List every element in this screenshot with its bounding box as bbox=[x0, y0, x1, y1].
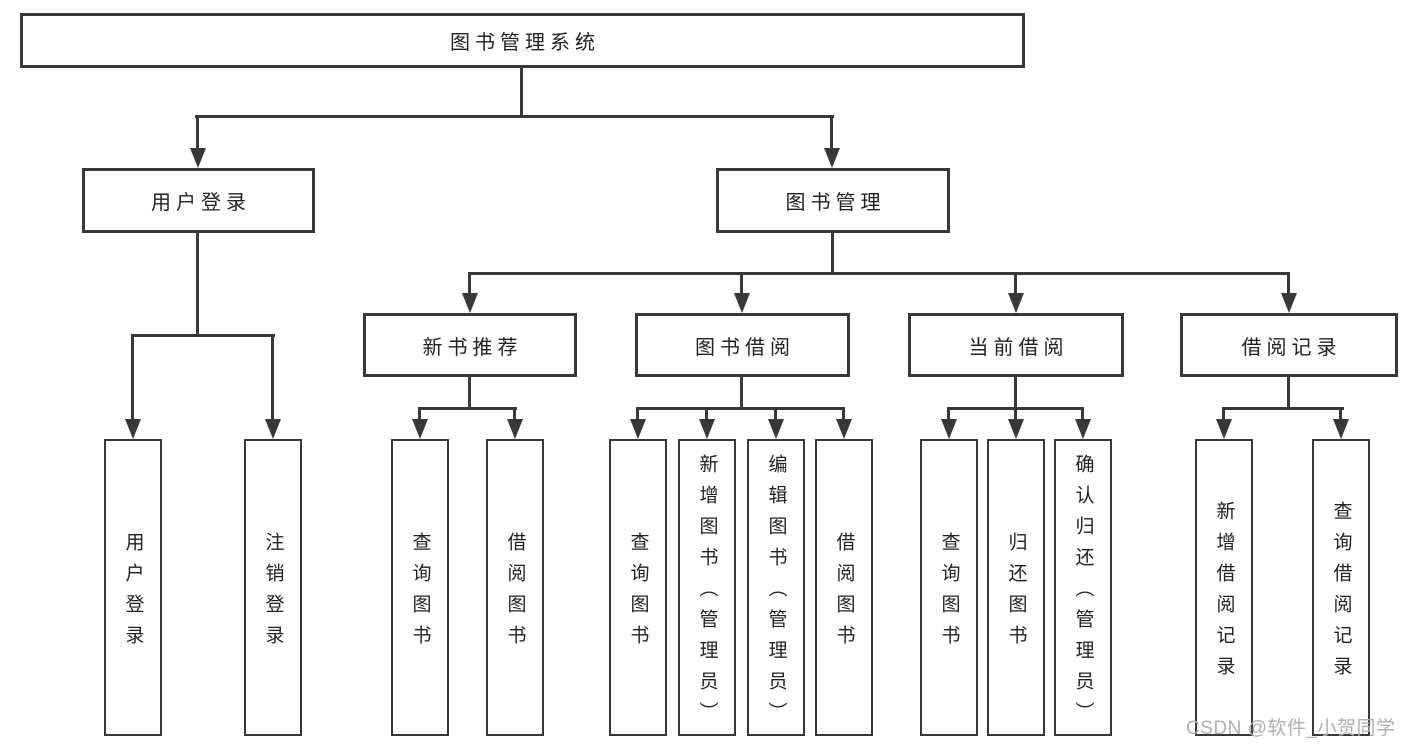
watermark: CSDN @软件_小贺同学 bbox=[1186, 718, 1396, 739]
arrowhead-down-icon bbox=[412, 419, 428, 439]
node-book-borrowing-label: 图书借阅 bbox=[695, 336, 795, 359]
connector-line bbox=[468, 272, 471, 295]
node-user-login-label: 用户登录 bbox=[151, 192, 251, 214]
node-borrowing-records-label: 借阅记录 bbox=[1241, 336, 1342, 359]
arrowhead-down-icon bbox=[265, 419, 281, 439]
leaf-edit-books-admin-label: 编辑图书（管理员） bbox=[765, 454, 787, 733]
node-root-label: 图书管理系统 bbox=[450, 32, 600, 54]
arrowhead-down-icon bbox=[836, 419, 852, 439]
connector-line bbox=[196, 233, 199, 337]
connector-line bbox=[418, 407, 517, 410]
node-current-borrowing-label: 当前借阅 bbox=[968, 336, 1069, 359]
connector-line bbox=[513, 407, 516, 420]
leaf-borrowing-query-books: 查询图书 bbox=[609, 439, 667, 736]
arrowhead-down-icon bbox=[768, 419, 784, 439]
leaf-user-login-label: 用户登录 bbox=[122, 531, 144, 656]
leaf-borrowing-borrow-books-label: 借阅图书 bbox=[833, 531, 855, 656]
connector-line bbox=[271, 334, 274, 420]
connector-line bbox=[1014, 377, 1017, 410]
connector-line bbox=[830, 115, 833, 150]
connector-line bbox=[1222, 407, 1344, 410]
arrowhead-down-icon bbox=[734, 293, 750, 313]
arrowhead-down-icon bbox=[1281, 293, 1297, 313]
leaf-query-borrow-record: 查询借阅记录 bbox=[1312, 439, 1370, 736]
connector-line bbox=[1081, 407, 1084, 420]
connector-line bbox=[418, 407, 421, 420]
connector-line bbox=[468, 272, 1290, 275]
node-book-borrowing: 图书借阅 bbox=[635, 313, 850, 377]
connector-line bbox=[195, 115, 834, 118]
leaf-confirm-return-admin-label: 确认归还（管理员） bbox=[1072, 454, 1094, 733]
connector-line bbox=[1014, 272, 1017, 295]
node-user-login: 用户登录 bbox=[82, 168, 315, 233]
node-book-management-label: 图书管理 bbox=[785, 192, 886, 214]
leaf-return-books: 归还图书 bbox=[987, 439, 1045, 736]
leaf-query-borrow-record-label: 查询借阅记录 bbox=[1330, 500, 1352, 687]
arrowhead-down-icon bbox=[125, 419, 141, 439]
leaf-edit-books-admin: 编辑图书（管理员） bbox=[747, 439, 805, 736]
leaf-recommend-borrow-books: 借阅图书 bbox=[486, 439, 544, 736]
leaf-recommend-query-books: 查询图书 bbox=[391, 439, 449, 736]
arrowhead-down-icon bbox=[941, 419, 957, 439]
connector-line bbox=[1339, 407, 1342, 420]
connector-line bbox=[131, 334, 134, 420]
node-new-book-recommend-label: 新书推荐 bbox=[422, 336, 523, 359]
connector-line bbox=[636, 407, 639, 420]
arrowhead-down-icon bbox=[1075, 419, 1091, 439]
connector-line bbox=[1014, 407, 1017, 420]
connector-line bbox=[1222, 407, 1225, 420]
connector-line bbox=[131, 334, 275, 337]
arrowhead-down-icon bbox=[190, 148, 206, 168]
arrowhead-down-icon bbox=[507, 419, 523, 439]
node-new-book-recommend: 新书推荐 bbox=[363, 313, 577, 377]
arrowhead-down-icon bbox=[1008, 293, 1024, 313]
leaf-confirm-return-admin: 确认归还（管理员） bbox=[1054, 439, 1112, 736]
connector-line bbox=[196, 115, 199, 150]
leaf-logout-label: 注销登录 bbox=[262, 531, 284, 656]
leaf-current-query-books: 查询图书 bbox=[920, 439, 978, 736]
leaf-user-login: 用户登录 bbox=[104, 439, 162, 736]
leaf-borrowing-borrow-books: 借阅图书 bbox=[815, 439, 873, 736]
connector-line bbox=[774, 407, 777, 420]
node-root: 图书管理系统 bbox=[20, 13, 1025, 68]
connector-line bbox=[1287, 377, 1290, 410]
arrowhead-down-icon bbox=[699, 419, 715, 439]
connector-line bbox=[831, 233, 834, 275]
arrowhead-down-icon bbox=[462, 293, 478, 313]
arrowhead-down-icon bbox=[1008, 419, 1024, 439]
leaf-add-borrow-record-label: 新增借阅记录 bbox=[1213, 500, 1235, 687]
connector-line bbox=[520, 68, 523, 118]
arrowhead-down-icon bbox=[630, 419, 646, 439]
connector-line bbox=[705, 407, 708, 420]
leaf-borrowing-query-books-label: 查询图书 bbox=[627, 531, 649, 656]
connector-line bbox=[740, 377, 743, 410]
leaf-recommend-query-books-label: 查询图书 bbox=[409, 531, 431, 656]
leaf-add-books-admin-label: 新增图书（管理员） bbox=[696, 454, 718, 733]
leaf-add-books-admin: 新增图书（管理员） bbox=[678, 439, 736, 736]
leaf-logout: 注销登录 bbox=[244, 439, 302, 736]
arrowhead-down-icon bbox=[824, 148, 840, 168]
connector-line bbox=[468, 377, 471, 410]
leaf-current-query-books-label: 查询图书 bbox=[938, 531, 960, 656]
leaf-return-books-label: 归还图书 bbox=[1005, 531, 1027, 656]
leaf-add-borrow-record: 新增借阅记录 bbox=[1195, 439, 1253, 736]
node-borrowing-records: 借阅记录 bbox=[1180, 313, 1398, 377]
connector-line bbox=[947, 407, 950, 420]
node-current-borrowing: 当前借阅 bbox=[908, 313, 1124, 377]
leaf-recommend-borrow-books-label: 借阅图书 bbox=[504, 531, 526, 656]
connector-line bbox=[842, 407, 845, 420]
connector-line bbox=[740, 272, 743, 295]
arrowhead-down-icon bbox=[1333, 419, 1349, 439]
connector-line bbox=[1287, 272, 1290, 295]
arrowhead-down-icon bbox=[1216, 419, 1232, 439]
node-book-management: 图书管理 bbox=[716, 168, 950, 233]
connector-line bbox=[636, 407, 845, 410]
